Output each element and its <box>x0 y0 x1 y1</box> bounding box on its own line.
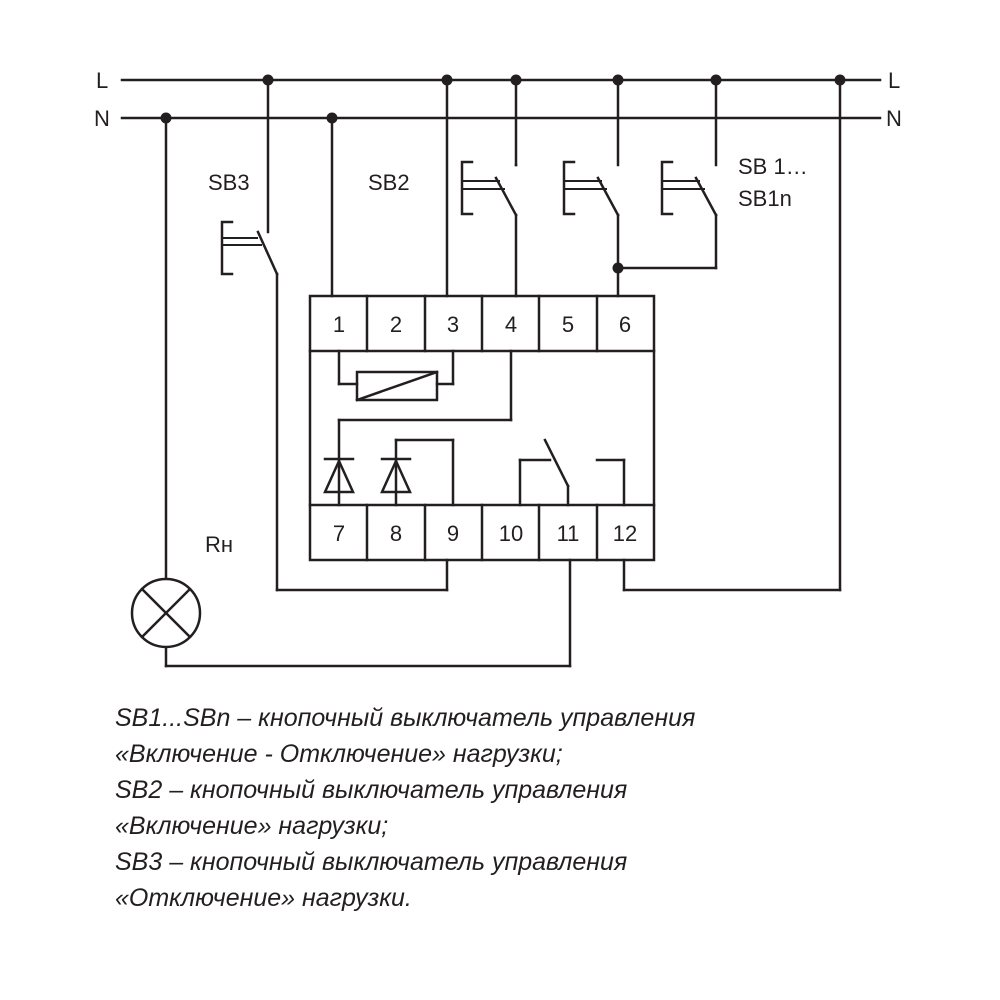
terminal-label: 8 <box>390 521 402 546</box>
load-label: Rн <box>205 532 233 557</box>
bus-label-l-left: L <box>96 68 108 93</box>
terminal-label: 4 <box>505 312 517 337</box>
bus-lines: L N L N <box>94 68 902 131</box>
bus-label-l-right: L <box>888 68 900 93</box>
relay-module: 1 2 3 4 5 6 7 8 9 10 11 12 <box>308 294 656 562</box>
lamp-load: Rн <box>130 532 233 649</box>
legend: SB1...SBn – кнопочный выключатель управл… <box>115 700 975 916</box>
sb2-label: SB2 <box>368 170 410 195</box>
diode-8 <box>380 457 412 494</box>
terminal-label: 1 <box>333 312 345 337</box>
legend-line: «Отключение» нагрузки. <box>115 884 412 912</box>
terminal-label: 11 <box>557 521 580 546</box>
bus-label-n-left: N <box>94 106 110 131</box>
terminal-label: 7 <box>333 521 345 546</box>
diode-7 <box>323 457 355 494</box>
terminal-label: 2 <box>390 312 402 337</box>
legend-line: SB1...SBn – кнопочный выключатель управл… <box>115 704 696 732</box>
relay-contact <box>518 438 626 507</box>
terminal-label: 10 <box>499 521 523 546</box>
relay-coil <box>337 349 455 402</box>
switch-sb2: SB2 <box>368 78 518 298</box>
legend-line: SB3 – кнопочный выключатель управления <box>115 848 628 876</box>
terminal-label: 5 <box>562 312 574 337</box>
legend-line: «Включение» нагрузки; <box>115 812 389 840</box>
terminal-label: 12 <box>613 521 637 546</box>
bus-label-n-right: N <box>886 106 902 131</box>
terminal-label: 9 <box>447 521 459 546</box>
switch-sb3: SB3 <box>208 78 279 592</box>
wires <box>164 78 842 668</box>
terminal-label: 3 <box>447 312 459 337</box>
sb3-label: SB3 <box>208 170 250 195</box>
legend-line: SB2 – кнопочный выключатель управления <box>115 776 628 804</box>
legend-line: «Включение - Отключение» нагрузки; <box>115 740 563 768</box>
switch-sb1 <box>562 78 620 298</box>
sb1-label-line1: SB 1… <box>738 154 808 179</box>
terminal-label: 6 <box>619 312 631 337</box>
switch-sb1n: SB 1… SB1n <box>616 78 808 270</box>
sb1-label-line2: SB1n <box>738 186 792 211</box>
diode-wiring <box>337 349 513 507</box>
